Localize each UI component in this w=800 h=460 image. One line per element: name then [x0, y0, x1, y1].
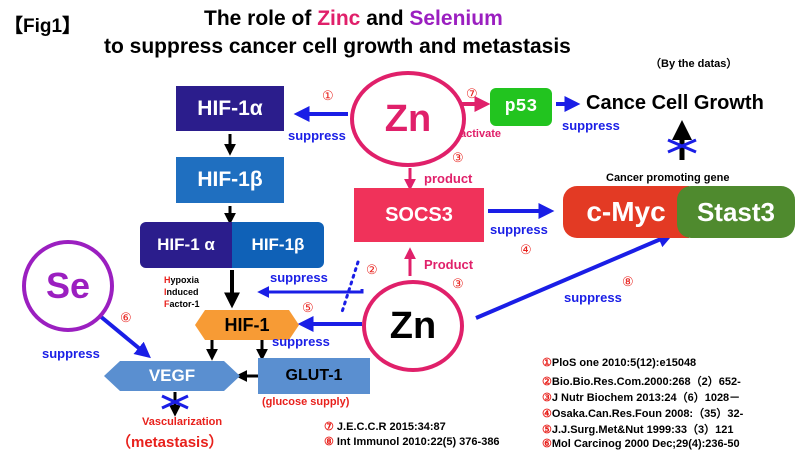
metastasis-label: （metastasis）	[116, 434, 224, 451]
product-label: product	[424, 171, 473, 186]
product-label-lower: Product	[424, 257, 474, 272]
suppress-label-p53: suppress	[562, 118, 620, 133]
hif1-label: HIF-1	[224, 315, 270, 335]
cancer-promoting-gene-label: Cancer promoting gene	[606, 172, 730, 184]
marker-4: ④	[520, 242, 532, 257]
hif1a-pair-box: HIF-1 α	[140, 222, 232, 268]
marker-3-bottom: ③	[452, 276, 464, 291]
marker-2: ②	[366, 262, 378, 277]
reference-item: ③J Nutr Biochem 2013:24（6）1028－	[542, 392, 741, 404]
reference-item: ①PloS one 2010:5(12):e15048	[542, 357, 697, 369]
suppress-label-4: suppress	[490, 222, 548, 237]
arrow-zn-suppress-stast3	[475, 232, 674, 320]
figure-tag: 【Fig1】	[4, 16, 82, 37]
vegf-box-shape	[104, 361, 240, 391]
hif1a-box: HIF-1α	[176, 86, 284, 131]
suppress-label-5: suppress	[272, 334, 330, 349]
acronym-i-rest: nduced	[166, 287, 199, 297]
glut1-box: GLUT-1	[258, 358, 370, 394]
title-selenium: Selenium	[409, 7, 503, 30]
reference-item: ②Bio.Bio.Res.Com.2000:268（2）652-	[542, 376, 741, 388]
hif1b-box: HIF-1β	[176, 157, 284, 203]
reference-item: ⑤J.J.Surg.Met&Nut 1999:33（3）121	[542, 424, 734, 436]
cance-cell-growth-label: Cance Cell Growth	[586, 92, 764, 114]
cmyc-box: c-Myc	[563, 186, 689, 238]
socs3-box: SOCS3	[354, 188, 484, 242]
suppress-label-2: suppress	[270, 270, 328, 285]
stast3-box: Stast3	[677, 186, 795, 238]
zn-circle-bottom: Zn	[362, 280, 464, 372]
references-left: ⑦ J.E.C.C.R 2015:34:87 ⑧ Int Immunol 201…	[324, 420, 544, 454]
by-the-datas-note: （By the datas）	[650, 58, 738, 70]
reference-item: ⑧ Int Immunol 2010:22(5) 376-386	[324, 436, 500, 448]
title-prefix: The role of	[204, 7, 318, 30]
reference-item: ⑥Mol Carcinog 2000 Dec;29(4):236-50	[542, 438, 740, 450]
arrow-zn-suppress-pair	[257, 286, 364, 298]
suppress-label-1: suppress	[288, 128, 346, 143]
marker-1: ①	[322, 88, 334, 103]
title-mid: and	[360, 7, 410, 30]
suppress-label-8: suppress	[564, 290, 622, 305]
title-line-2: to suppress cancer cell growth and metas…	[104, 35, 571, 58]
marker-5: ⑤	[302, 300, 314, 315]
reference-item: ④Osaka.Can.Res.Foun 2008:（35）32-	[542, 408, 744, 420]
blocked-cross-vascularization	[161, 394, 189, 410]
acronym-h-rest: ypoxia	[170, 275, 200, 285]
hif1b-pair-box: HIF-1β	[232, 222, 324, 268]
reference-item: ⑦ J.E.C.C.R 2015:34:87	[324, 421, 446, 433]
se-circle: Se	[22, 240, 114, 332]
hif-acronym: Hypoxia Induced Factor-1	[164, 274, 200, 310]
glucose-supply-label: (glucose supply)	[262, 396, 350, 408]
title-line-1: The role of Zinc and Selenium	[204, 7, 503, 31]
activate-label: activate	[460, 128, 501, 140]
hif1-box-shape	[195, 310, 299, 340]
references-right: ①PloS one 2010:5(12):e15048 ②Bio.Bio.Res…	[542, 356, 798, 456]
vascularization-label: Vascularization	[142, 416, 223, 428]
acronym-f-rest: actor-1	[169, 299, 200, 309]
suppress-label-6: suppress	[42, 346, 100, 361]
p53-box: p53	[490, 88, 552, 126]
arrow-se-suppress-vegf	[98, 314, 151, 359]
marker-3-top: ③	[452, 150, 464, 165]
title-zinc: Zinc	[317, 7, 361, 30]
marker-8: ⑧	[622, 274, 634, 289]
acronym-i: I	[164, 287, 167, 297]
blocked-cross-cancer-growth	[667, 138, 697, 154]
dotted-link-zn-socs3	[340, 260, 360, 314]
vegf-label: VEGF	[148, 366, 196, 385]
marker-6: ⑥	[120, 310, 132, 325]
acronym-h: H	[164, 275, 171, 285]
acronym-f: F	[164, 299, 170, 309]
marker-7: ⑦	[466, 86, 478, 101]
zn-circle-top: Zn	[350, 71, 466, 167]
